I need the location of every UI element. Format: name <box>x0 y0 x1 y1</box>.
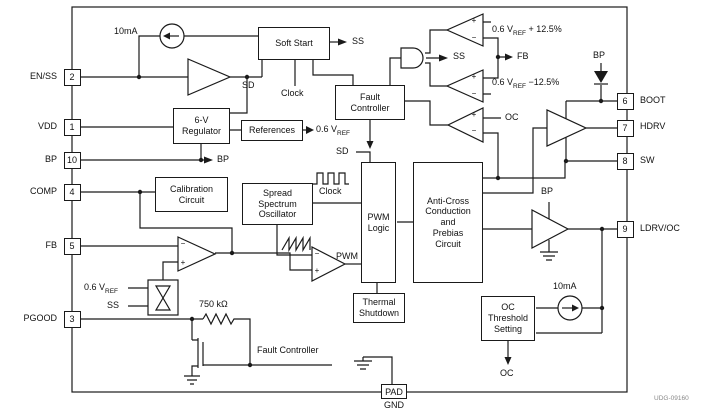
low-side-driver <box>531 209 570 249</box>
pwm-comparator <box>311 246 347 282</box>
oc-comparator <box>446 107 484 143</box>
enable-comparator <box>187 58 232 96</box>
pin-pad: PAD <box>381 384 407 399</box>
fault-controller-signal-label: Fault Controller <box>257 345 319 355</box>
arrowheads <box>204 38 513 365</box>
pin-label-boot: BOOT <box>640 95 666 105</box>
pin-label-vdd: VDD <box>37 121 57 131</box>
high-side-driver <box>546 109 588 147</box>
oc-comparator-label: OC <box>505 112 519 122</box>
pin-label-sw: SW <box>640 155 655 165</box>
junction-dots <box>136 54 605 368</box>
pin-sw: 8 <box>616 152 634 170</box>
pin-label-en-ss: EN/SS <box>29 71 57 81</box>
pgood-mosfet <box>191 319 213 372</box>
ground-symbol-ldrv <box>540 240 558 261</box>
fault-controller-block: Fault Controller <box>335 85 405 120</box>
oc-comp-minus-sign: − <box>471 126 477 135</box>
clock-osc-label: Clock <box>319 186 342 196</box>
oc-threshold-setting-block: OC Threshold Setting <box>481 296 535 341</box>
pin-bp: 10 <box>63 151 81 169</box>
soft-start-block: Soft Start <box>258 27 330 60</box>
pin-pgood: 3 <box>63 310 81 328</box>
thermal-shutdown-block: Thermal Shutdown <box>353 293 405 323</box>
references-block: References <box>241 120 303 141</box>
sawtooth-waveform-icon <box>281 235 311 253</box>
ss-pgood-label: SS <box>453 51 466 61</box>
vref-low-threshold-label: 0.6 VREF −12.5% <box>492 77 560 90</box>
current-source-top <box>159 23 185 49</box>
watermark: UDG-09160 <box>654 395 689 402</box>
sd-enable-label: SD <box>242 80 255 90</box>
regulator-block: 6-V Regulator <box>173 108 230 144</box>
vref-out-label: 0.6 VREF <box>316 124 351 137</box>
pwm-signal-label: PWM <box>336 251 358 261</box>
bp-boot-label: BP <box>593 50 606 60</box>
pin-boot: 6 <box>616 92 634 110</box>
pgood-lower-plus-sign: + <box>471 72 477 81</box>
bootstrap-diode <box>594 71 608 85</box>
pin-label-gnd: GND <box>384 400 404 409</box>
pin-label-bp: BP <box>44 154 57 164</box>
calibration-circuit-block: Calibration Circuit <box>155 177 228 212</box>
pgood-upper-comparator <box>445 13 484 47</box>
error-amp-plus-sign: + <box>180 258 186 267</box>
fb-signal-label: FB <box>517 51 529 61</box>
error-amplifier <box>177 236 217 272</box>
pin-label-fb: FB <box>45 240 57 250</box>
pgood-upper-plus-sign: + <box>471 16 477 25</box>
error-amp-minus-sign: − <box>180 239 186 248</box>
pwm-comp-minus-sign: − <box>314 249 320 258</box>
pin-fb: 5 <box>63 237 81 255</box>
oc-comp-plus-sign: + <box>471 110 477 119</box>
pin-label-comp: COMP <box>30 186 57 196</box>
bp-lsdrive-label: BP <box>541 186 554 196</box>
pin-comp: 4 <box>63 183 81 201</box>
pin-label-ldrv-oc: LDRV/OC <box>640 223 680 233</box>
spread-spectrum-oscillator-block: Spread Spectrum Oscillator <box>242 183 313 225</box>
pgood-lower-minus-sign: − <box>471 89 477 98</box>
ss-softstart-label: SS <box>352 36 365 46</box>
pwm-logic-block: PWM Logic <box>361 162 396 283</box>
bp-out-label: BP <box>217 154 230 164</box>
sd-pwm-label: SD <box>336 146 349 156</box>
pin-ldrv-oc: 9 <box>616 220 634 238</box>
current-source-bottom <box>557 295 583 321</box>
clock-waveform-icon <box>313 172 349 185</box>
current-10ma-top-label: 10mA <box>114 26 138 36</box>
pin-label-pgood: PGOOD <box>23 313 57 323</box>
pgood-lower-comparator <box>445 69 484 103</box>
pullup-resistor-label: 750 kΩ <box>199 299 228 309</box>
vref-high-threshold-label: 0.6 VREF + 12.5% <box>492 24 562 37</box>
ss-select-label: SS <box>107 300 120 310</box>
vref-select-label: 0.6 VREF <box>84 282 119 295</box>
oc-out-label: OC <box>500 368 514 378</box>
clock-softstart-label: Clock <box>281 88 304 98</box>
ground-symbol-mosfet <box>184 372 200 385</box>
anti-cross-conduction-block: Anti-Cross Conduction and Prebias Circui… <box>413 162 483 283</box>
pin-hdrv: 7 <box>616 119 634 137</box>
pgood-upper-minus-sign: − <box>471 33 477 42</box>
pin-label-hdrv: HDRV <box>640 121 666 131</box>
reference-selector <box>147 279 179 316</box>
pullup-resistor-symbol <box>202 312 237 326</box>
ground-symbol-pad <box>354 360 372 370</box>
pwm-comp-plus-sign: + <box>314 266 320 275</box>
and-gate <box>400 47 424 69</box>
pin-vdd: 1 <box>63 118 81 136</box>
pin-en-ss: 2 <box>63 68 81 86</box>
current-10ma-bottom-label: 10mA <box>553 281 577 291</box>
